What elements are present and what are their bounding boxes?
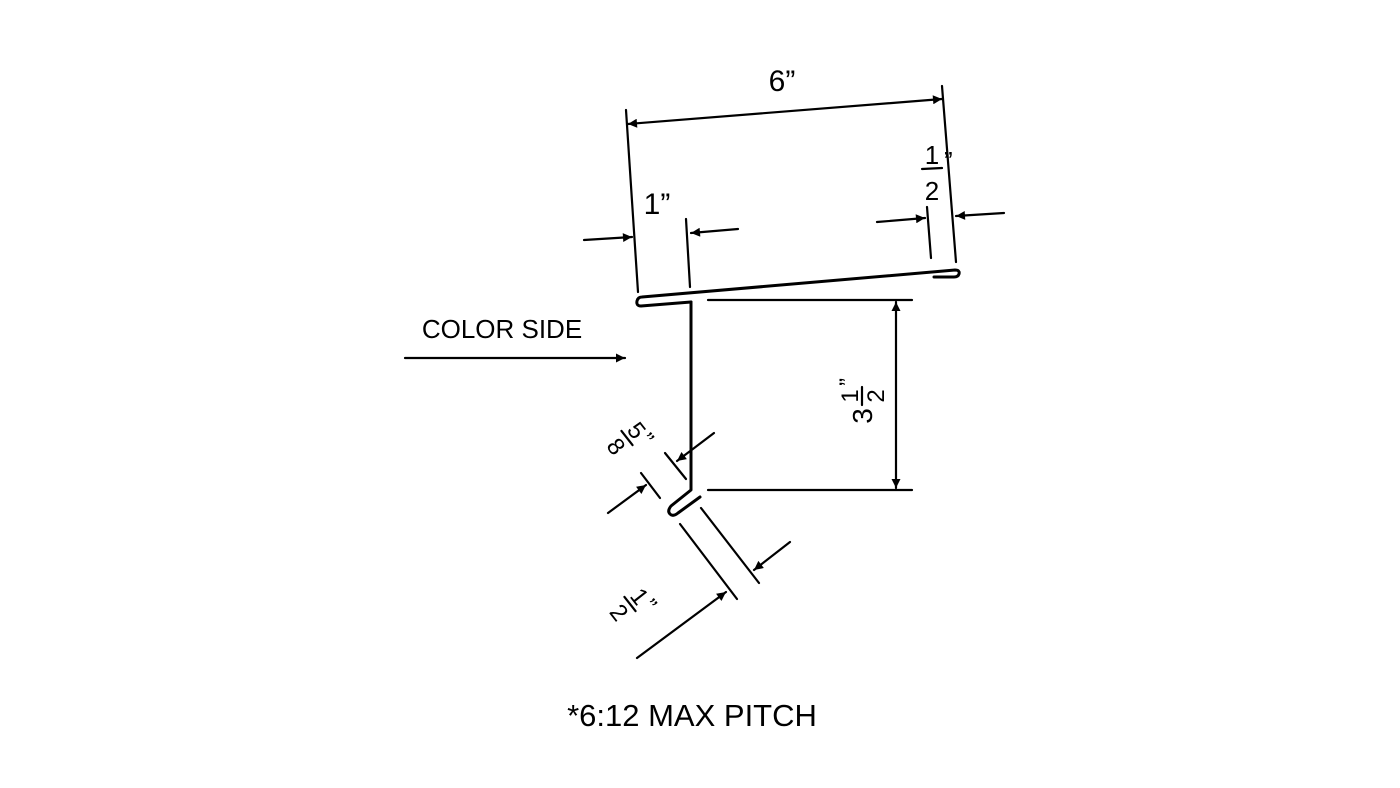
whole-number: 3 bbox=[847, 408, 878, 424]
color-side-indicator: COLOR SIDE bbox=[403, 314, 627, 363]
dimension-left-hem-label: 1” bbox=[644, 188, 671, 221]
part-profile bbox=[635, 268, 961, 517]
fraction-denominator: 2 bbox=[863, 389, 890, 402]
inch-mark: ” bbox=[835, 378, 862, 386]
color-side-label: COLOR SIDE bbox=[422, 314, 582, 344]
inch-mark: ” bbox=[944, 146, 953, 176]
max-pitch-note: *6:12 MAX PITCH bbox=[567, 698, 817, 733]
dimension-right-hem: 1 2 ” bbox=[875, 140, 1006, 260]
dimension-leg-height: 3 1 2 ” bbox=[706, 298, 914, 492]
dimension-top-width: 6” bbox=[624, 65, 958, 294]
fraction-denominator: 8 bbox=[601, 433, 631, 460]
fraction-numerator: 1 bbox=[837, 389, 864, 402]
dimension-top-width-label: 6” bbox=[769, 65, 796, 98]
dimension-bottom-hem: 1 2 ” bbox=[604, 506, 792, 660]
fraction-denominator: 2 bbox=[925, 176, 939, 206]
fraction-numerator: 1 bbox=[925, 140, 939, 170]
dimension-left-hem: 1” bbox=[582, 188, 740, 289]
fraction-denominator: 2 bbox=[604, 599, 634, 626]
